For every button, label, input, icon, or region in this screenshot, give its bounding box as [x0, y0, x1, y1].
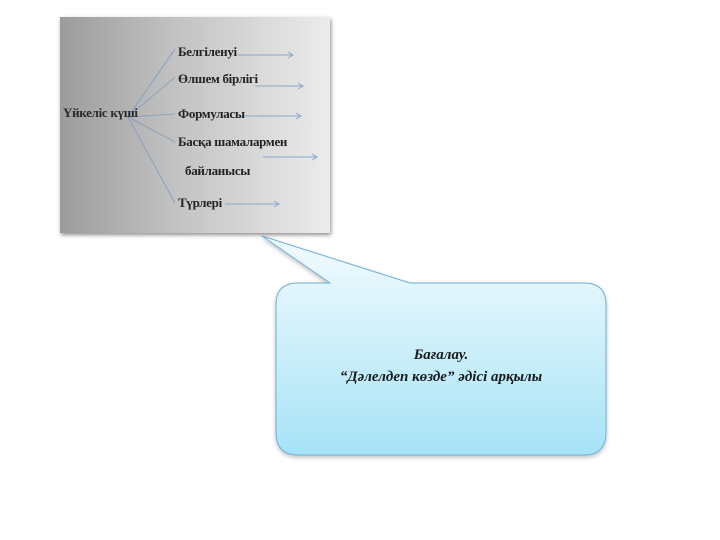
callout-title: Бағалау.: [413, 347, 469, 363]
connector-line: [127, 48, 176, 118]
arrow-head: [297, 82, 304, 90]
branch-label: Өлшем бірлігі: [178, 71, 258, 86]
branch-label: Формуласы: [178, 106, 245, 121]
arrow-head: [287, 51, 294, 59]
branch-label: Түрлері: [178, 195, 222, 210]
connector-line: [127, 113, 176, 118]
root-label: Үйкеліс күші: [63, 105, 138, 120]
branch-label: байланысы: [185, 163, 251, 178]
connector-line: [127, 116, 176, 143]
callout-subtitle: “Дәлелдеп көзде” әдісі арқылы: [339, 369, 543, 385]
mind-map-image: Үйкеліс күші Белгіленуі Өлшем бірлігі Фо…: [60, 17, 330, 233]
branch-label: Белгіленуі: [178, 44, 237, 59]
arrow-head: [273, 200, 280, 208]
branch-label: Басқа шамалармен: [178, 134, 288, 149]
arrow-head: [311, 153, 318, 161]
callout-text: Бағалау. “Дәлелдеп көзде” әдісі арқылы: [276, 344, 606, 388]
connector-line: [127, 76, 176, 118]
connector-line: [127, 116, 176, 204]
mind-map-connectors: [127, 48, 318, 208]
arrow-head: [295, 112, 302, 120]
